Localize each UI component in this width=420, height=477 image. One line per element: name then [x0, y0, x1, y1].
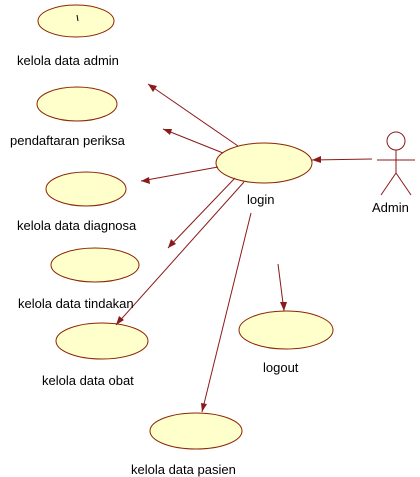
relation-login-tindakan	[167, 177, 236, 249]
arrowhead-obat	[116, 316, 124, 325]
arrowhead-logout	[280, 302, 287, 311]
arrowhead-tindakan	[168, 239, 176, 248]
use-case-pendaftaran-periksa[interactable]	[36, 86, 118, 122]
actor-leg-left	[380, 172, 397, 196]
arrowhead-login	[312, 156, 321, 163]
use-case-kelola-data-pasien[interactable]	[149, 412, 243, 450]
relation-actor-login	[311, 158, 373, 161]
arrowhead-admin	[148, 84, 157, 92]
label-actor-admin: Admin	[372, 200, 409, 215]
label-login: login	[247, 192, 274, 207]
use-case-admin-mark	[76, 14, 79, 22]
arrowhead-pendaftaran	[163, 129, 172, 135]
arrowhead-pasien	[201, 403, 207, 412]
actor-leg-right	[395, 172, 412, 196]
arrowhead-diagnosa	[141, 177, 150, 184]
label-logout: logout	[263, 360, 299, 375]
label-kelola-data-obat: kelola data obat	[42, 373, 134, 388]
label-kelola-data-pasien: kelola data pasien	[131, 462, 236, 477]
actor-admin[interactable]	[377, 131, 415, 196]
label-kelola-data-diagnosa: kelola data diagnosa	[17, 218, 137, 233]
label-kelola-data-tindakan: kelola data tindakan	[18, 296, 134, 311]
label-kelola-data-admin: kelola data admin	[17, 53, 119, 68]
relation-login-diagnosa	[140, 166, 219, 182]
use-case-kelola-data-diagnosa[interactable]	[45, 171, 127, 207]
label-pendaftaran-periksa: pendaftaran periksa	[10, 133, 126, 148]
relation-login-obat	[115, 181, 245, 326]
actor-head	[386, 131, 406, 151]
use-case-kelola-data-tindakan[interactable]	[50, 247, 140, 283]
relation-login-admin	[147, 83, 239, 147]
use-case-login[interactable]	[215, 142, 313, 184]
relation-login-pasien	[201, 212, 252, 413]
relation-login-pendaftaran	[162, 128, 224, 154]
use-case-logout[interactable]	[238, 310, 334, 350]
use-case-kelola-data-obat[interactable]	[55, 322, 149, 360]
use-case-kelola-data-admin[interactable]	[37, 4, 115, 38]
